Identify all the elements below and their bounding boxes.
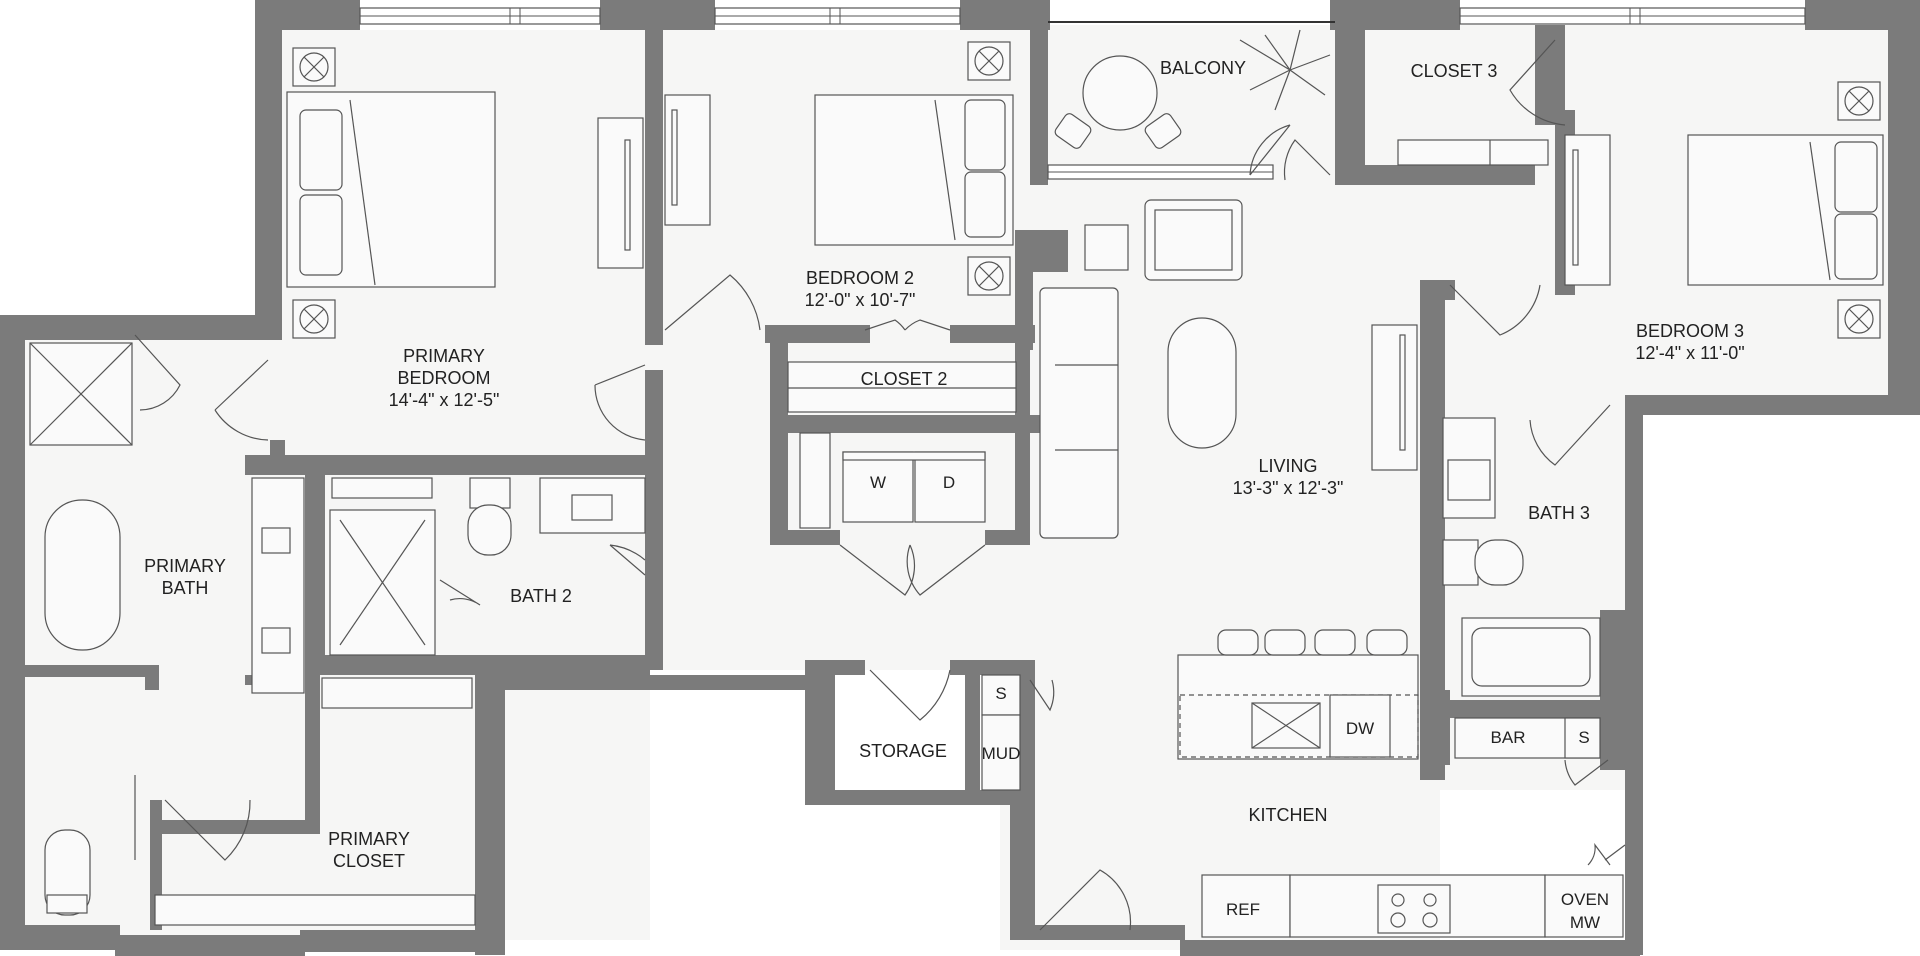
primary-closet-label-1: PRIMARY <box>328 829 410 849</box>
closet2-rod <box>787 361 1017 413</box>
dryer-label: D <box>943 473 955 492</box>
closet3-shelf <box>1397 139 1549 166</box>
floor-areas <box>20 25 1890 950</box>
bath3-label: BATH 3 <box>1528 503 1590 523</box>
primary-bedroom-label-2: BEDROOM <box>397 368 490 388</box>
primary-nightstand-top <box>292 47 336 87</box>
washer-label: W <box>870 473 886 492</box>
primary-bedroom-dimensions: 14'-4" x 12'-5" <box>389 390 500 410</box>
bedroom3-nightstand-top <box>1837 81 1881 121</box>
primary-bed <box>286 91 496 288</box>
kitchen-label: KITCHEN <box>1248 805 1327 825</box>
bar-counter <box>1454 717 1601 759</box>
balcony-label: BALCONY <box>1160 58 1246 78</box>
bedroom3-label: BEDROOM 3 <box>1636 321 1744 341</box>
bath2-fixtures <box>329 477 646 656</box>
bedroom2-nightstand-bottom <box>967 256 1011 296</box>
bedroom2-bed <box>814 94 1014 246</box>
primary-tv-console <box>597 117 644 269</box>
mud-sink-label: S <box>995 684 1006 703</box>
primary-nightstand-bottom <box>292 299 336 339</box>
bar-sink-label: S <box>1578 728 1589 747</box>
bath2-label: BATH 2 <box>510 586 572 606</box>
living-dimensions: 13'-3" x 12'-3" <box>1233 478 1344 498</box>
storage-label: STORAGE <box>859 741 947 761</box>
mud-label: MUD <box>982 744 1021 763</box>
bedroom2-dresser <box>664 94 711 226</box>
living-label: LIVING <box>1258 456 1317 476</box>
appliance-labels: W D DW REF OVEN MW BAR S S <box>870 473 1609 932</box>
bedroom2-label: BEDROOM 2 <box>806 268 914 288</box>
bedroom3-nightstand-bottom <box>1837 299 1881 339</box>
bath3-fixtures <box>1442 417 1601 697</box>
primary-bedroom-label-1: PRIMARY <box>403 346 485 366</box>
bedroom3-dresser <box>1564 134 1611 286</box>
room-labels: PRIMARY BEDROOM 14'-4" x 12'-5" BEDROOM … <box>144 58 1745 871</box>
doors <box>134 39 1626 931</box>
primary-bath-fixtures <box>29 342 305 916</box>
primary-bath-label-2: BATH <box>162 578 209 598</box>
bedroom2-dimensions: 12'-0" x 10'-7" <box>805 290 916 310</box>
kitchen-island <box>1177 629 1419 760</box>
living-furniture <box>1039 199 1418 539</box>
bedroom2-nightstand-top <box>967 41 1011 81</box>
oven-label-2: MW <box>1570 913 1600 932</box>
oven-label-1: OVEN <box>1561 890 1609 909</box>
refrigerator-label: REF <box>1226 900 1260 919</box>
closet3-label: CLOSET 3 <box>1411 61 1498 81</box>
balcony-furniture <box>1054 29 1331 149</box>
bedroom3-bed <box>1687 134 1884 286</box>
primary-bath-label-1: PRIMARY <box>144 556 226 576</box>
bedroom3-dimensions: 12'-4" x 11'-0" <box>1635 343 1744 363</box>
primary-closet-fixtures <box>154 677 476 926</box>
dishwasher-label: DW <box>1346 719 1374 738</box>
bar-label: BAR <box>1491 728 1526 747</box>
closet2-label: CLOSET 2 <box>861 369 948 389</box>
laundry <box>799 432 986 529</box>
windows <box>359 7 1806 180</box>
primary-closet-label-2: CLOSET <box>333 851 405 871</box>
kitchen-counter <box>1201 874 1624 938</box>
mud-area <box>981 674 1021 791</box>
